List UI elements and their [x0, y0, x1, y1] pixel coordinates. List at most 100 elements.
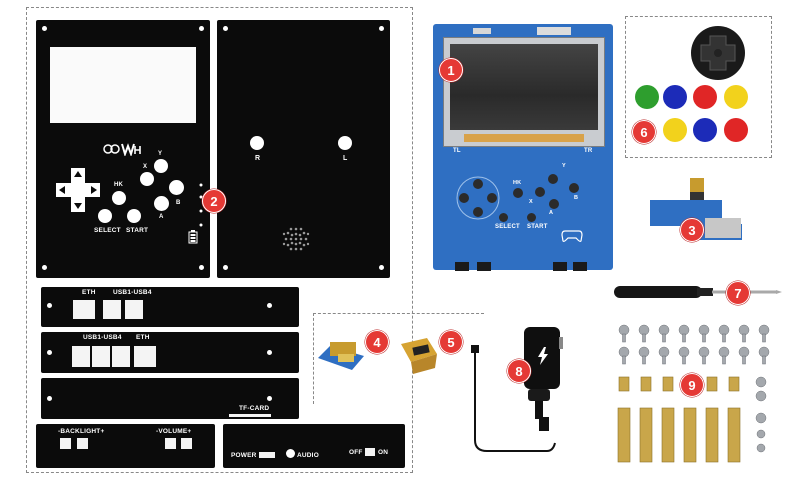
- mount-hole: [199, 26, 204, 31]
- pcb-b-button: [569, 183, 579, 193]
- mount-hole: [42, 26, 47, 31]
- a-label: A: [159, 214, 164, 220]
- pcb-start-button: [527, 213, 536, 222]
- l-shoulder-hole: [338, 136, 352, 150]
- gamepad-icon: [561, 229, 583, 243]
- pcb-x-button: [535, 187, 545, 197]
- dpad-cap-icon: [688, 24, 748, 82]
- volume-button-hole: [181, 438, 192, 449]
- off-label: OFF: [349, 449, 363, 456]
- button-set-outline: [625, 16, 772, 158]
- pcb-select-button: [499, 213, 508, 222]
- tfcard-label: TF-CARD: [239, 405, 270, 412]
- pcb-hk-label: HK: [513, 180, 522, 186]
- audio-label: AUDIO: [297, 452, 319, 459]
- gamehat-board: TL TR HK X Y B A SELECT START: [433, 24, 613, 271]
- badge-6: 6: [632, 120, 656, 144]
- front-panel-plate: HK X Y B A SELECT START: [36, 20, 210, 278]
- badge-9: 9: [680, 373, 704, 397]
- power-switch-slot: [365, 448, 375, 456]
- pcb-start-label: START: [527, 224, 548, 230]
- badge-4: 4: [365, 330, 389, 354]
- badge-2: 2: [202, 189, 226, 213]
- power-label: POWER: [231, 452, 257, 459]
- eth-label: ETH: [136, 334, 150, 341]
- backlight-button-hole: [60, 438, 71, 449]
- pcb-a-button: [549, 199, 559, 209]
- badge-1: 1: [439, 58, 463, 82]
- mount-hole: [199, 265, 204, 270]
- on-label: ON: [378, 449, 389, 456]
- start-button-hole: [127, 209, 141, 223]
- pcb-a-label: A: [549, 210, 554, 216]
- lcd-ribbon: [464, 134, 584, 142]
- usb-label: USB1-USB4: [113, 289, 152, 296]
- x-label: X: [143, 164, 148, 170]
- button-caps: [630, 82, 770, 152]
- accessory-group-outline: [313, 313, 484, 404]
- usb-cutout: [125, 300, 143, 319]
- hk-label: HK: [114, 182, 124, 188]
- mount-hole: [42, 265, 47, 270]
- bottom-connectors: [453, 259, 593, 271]
- pcb-y-label: Y: [562, 163, 566, 169]
- tfcard-slot: [229, 414, 271, 417]
- mount-hole: [223, 26, 228, 31]
- volume-label: -VOLUME+: [156, 428, 192, 435]
- badge-3: 3: [680, 218, 704, 242]
- screwdriver: [612, 282, 784, 302]
- pcb-select-label: SELECT: [495, 224, 520, 230]
- usb-cutout: [92, 346, 110, 367]
- pcb-b-label: B: [574, 195, 579, 201]
- top-connector: [473, 28, 491, 34]
- dpad-icon: [54, 166, 102, 214]
- audio-jack-hole: [286, 449, 295, 458]
- l-label: L: [343, 155, 348, 162]
- port-plate-1: ETH USB1-USB4: [41, 287, 299, 327]
- mount-hole: [223, 265, 228, 270]
- r-shoulder-hole: [250, 136, 264, 150]
- y-label: Y: [158, 151, 163, 157]
- screen-window: [50, 47, 196, 123]
- y-button-hole: [154, 159, 168, 173]
- tl-label: TL: [453, 148, 461, 154]
- mount-hole: [379, 26, 384, 31]
- start-label: START: [126, 227, 149, 234]
- hdmi-adapter-straight: [397, 334, 441, 378]
- usb-cutout: [72, 346, 90, 367]
- power-adapter: [465, 325, 565, 465]
- lightning-icon: [537, 347, 549, 365]
- screws-and-standoffs: [614, 322, 774, 472]
- hk-button-hole: [112, 191, 126, 205]
- port-plate-3: TF-CARD: [41, 378, 299, 419]
- a-button-hole: [154, 196, 169, 211]
- usb-cutout: [112, 346, 130, 367]
- eth-label: ETH: [82, 289, 96, 296]
- mount-hole: [379, 265, 384, 270]
- r-label: R: [255, 155, 261, 162]
- badge-5: 5: [439, 330, 463, 354]
- pcb-y-button: [548, 174, 558, 184]
- b-label: B: [176, 200, 181, 206]
- mount-hole: [47, 396, 52, 401]
- backlight-button-hole: [77, 438, 88, 449]
- eth-cutout: [134, 346, 156, 367]
- lcd-display: [443, 37, 605, 147]
- top-connector: [537, 27, 571, 35]
- volume-button-hole: [165, 438, 176, 449]
- side-plate-left: -BACKLIGHT+ -VOLUME+: [36, 424, 215, 468]
- eth-cutout: [73, 300, 95, 319]
- mount-hole: [47, 350, 52, 355]
- tr-label: TR: [584, 148, 593, 154]
- mount-hole: [267, 396, 272, 401]
- mount-hole: [267, 350, 272, 355]
- lcd-screen: [450, 44, 598, 130]
- mount-hole: [47, 303, 52, 308]
- pcb-dpad: [455, 175, 501, 221]
- battery-icon: [188, 230, 198, 244]
- power-slot: [259, 452, 275, 458]
- pcb-x-label: X: [529, 199, 533, 205]
- badge-7: 7: [726, 281, 750, 305]
- b-button-hole: [169, 180, 184, 195]
- led-holes: [199, 183, 203, 228]
